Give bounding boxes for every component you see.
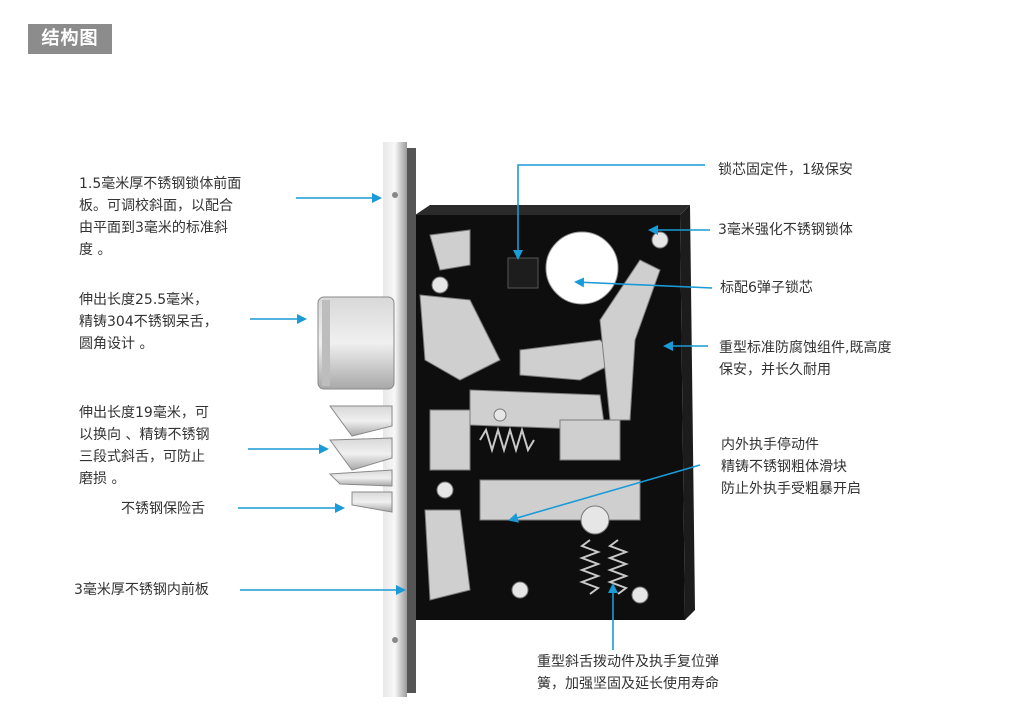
mechanism — [419, 229, 661, 601]
callout-cylinder: 标配6弹子锁芯 — [720, 277, 813, 299]
cylinder-hole — [545, 231, 619, 305]
callout-faceplate-line: 板。可调校斜面，以配合 — [79, 198, 233, 214]
callout-cylinder-fixing-line: 锁芯固定件，1级保安 — [718, 162, 853, 178]
callout-guard: 不锈钢保险舌 — [121, 498, 205, 520]
callout-spring: 重型斜舌拨动件及执手复位弹 簧，加强坚固及延长使用寿命 — [537, 651, 719, 695]
callout-faceplate-line: 1.5毫米厚不锈钢锁体前面 — [79, 176, 242, 192]
callout-latch-line: 磨损 。 — [79, 471, 126, 487]
callout-components-line: 重型标准防腐蚀组件,既高度 — [719, 340, 892, 356]
callout-body-line: 3毫米强化不锈钢锁体 — [718, 222, 853, 238]
callout-latch-line: 伸出长度19毫米，可 — [79, 405, 209, 421]
callout-spring-line: 重型斜舌拨动件及执手复位弹 — [537, 654, 719, 670]
callout-latch-line: 以换向 、精铸不锈钢 — [79, 427, 210, 443]
callout-latch: 伸出长度19毫米，可 以换向 、精铸不锈钢 三段式斜舌，可防止 磨损 。 — [79, 402, 209, 490]
callout-faceplate: 1.5毫米厚不锈钢锁体前面 板。可调校斜面，以配合 由平面到3毫米的标准斜 度 … — [79, 173, 241, 261]
callout-deadbolt-line: 伸出长度25.5毫米， — [79, 292, 209, 308]
screws — [431, 231, 669, 604]
callout-faceplate-line: 度 。 — [79, 242, 112, 258]
callout-stopper-line: 精铸不锈钢粗体滑块 — [721, 459, 847, 475]
callout-deadbolt: 伸出长度25.5毫米， 精铸304不锈钢呆舌， 圆角设计 。 — [79, 289, 218, 355]
callout-cylinder-line: 标配6弹子锁芯 — [720, 280, 813, 296]
callout-body: 3毫米强化不锈钢锁体 — [718, 219, 853, 241]
callout-stopper-line: 防止外执手受粗暴开启 — [721, 481, 861, 497]
arrow-cylinder-fixing — [513, 164, 705, 260]
callout-latch-line: 三段式斜舌，可防止 — [79, 449, 205, 465]
callout-guard-line: 不锈钢保险舌 — [121, 501, 205, 517]
callout-components-line: 保安，并长久耐用 — [719, 362, 831, 378]
springs — [479, 426, 629, 595]
callout-cylinder-fixing: 锁芯固定件，1级保安 — [718, 159, 853, 181]
callout-inner-plate: 3毫米厚不锈钢内前板 — [74, 579, 209, 601]
callout-faceplate-line: 由平面到3毫米的标准斜 — [79, 220, 228, 236]
cylinder-fixing — [507, 257, 539, 289]
callout-stopper-line: 内外执手停动件 — [721, 437, 819, 453]
callout-deadbolt-line: 圆角设计 。 — [79, 336, 154, 352]
callout-components: 重型标准防腐蚀组件,既高度 保安，并长久耐用 — [719, 337, 891, 381]
callout-stopper: 内外执手停动件 精铸不锈钢粗体滑块 防止外执手受粗暴开启 — [721, 434, 861, 500]
callout-deadbolt-line: 精铸304不锈钢呆舌， — [79, 314, 218, 330]
callout-inner-plate-line: 3毫米厚不锈钢内前板 — [74, 582, 209, 598]
guard-bolt — [351, 491, 393, 513]
page-title: 结构图 — [28, 24, 112, 54]
deadbolt — [317, 296, 395, 390]
callout-spring-line: 簧，加强坚固及延长使用寿命 — [537, 676, 719, 692]
arrow-cylinder — [574, 277, 713, 289]
arrow-stopper — [508, 464, 701, 523]
latch — [328, 405, 393, 487]
callout-arrows — [238, 164, 713, 650]
